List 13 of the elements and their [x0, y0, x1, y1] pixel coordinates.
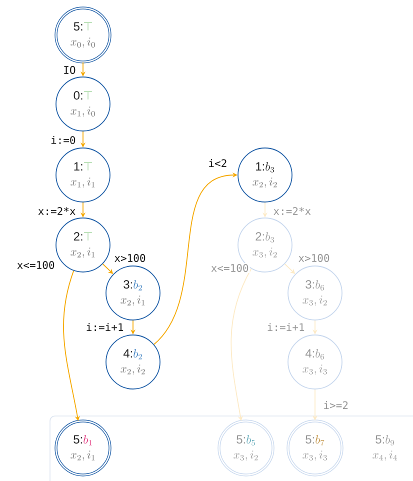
edge-label: x>100	[113, 253, 147, 263]
edge-label: i:=i+1	[84, 322, 125, 332]
edge-label: x<=100	[16, 260, 56, 270]
edge-label: i:=i+1	[266, 322, 306, 332]
edge-label: x<=100	[210, 263, 250, 273]
edge-label: x>100	[297, 253, 331, 263]
state-label: 5:$b_9$ $x_4, i_4$	[372, 435, 397, 461]
edge-label: i>=2	[322, 400, 350, 410]
edge-label: i:=0	[50, 134, 77, 146]
edge-label: i<2	[207, 158, 228, 168]
edge-label: x:=2*x	[36, 206, 77, 216]
edge-label: IO	[62, 65, 77, 75]
edge-label: x:=2*x	[272, 206, 312, 216]
